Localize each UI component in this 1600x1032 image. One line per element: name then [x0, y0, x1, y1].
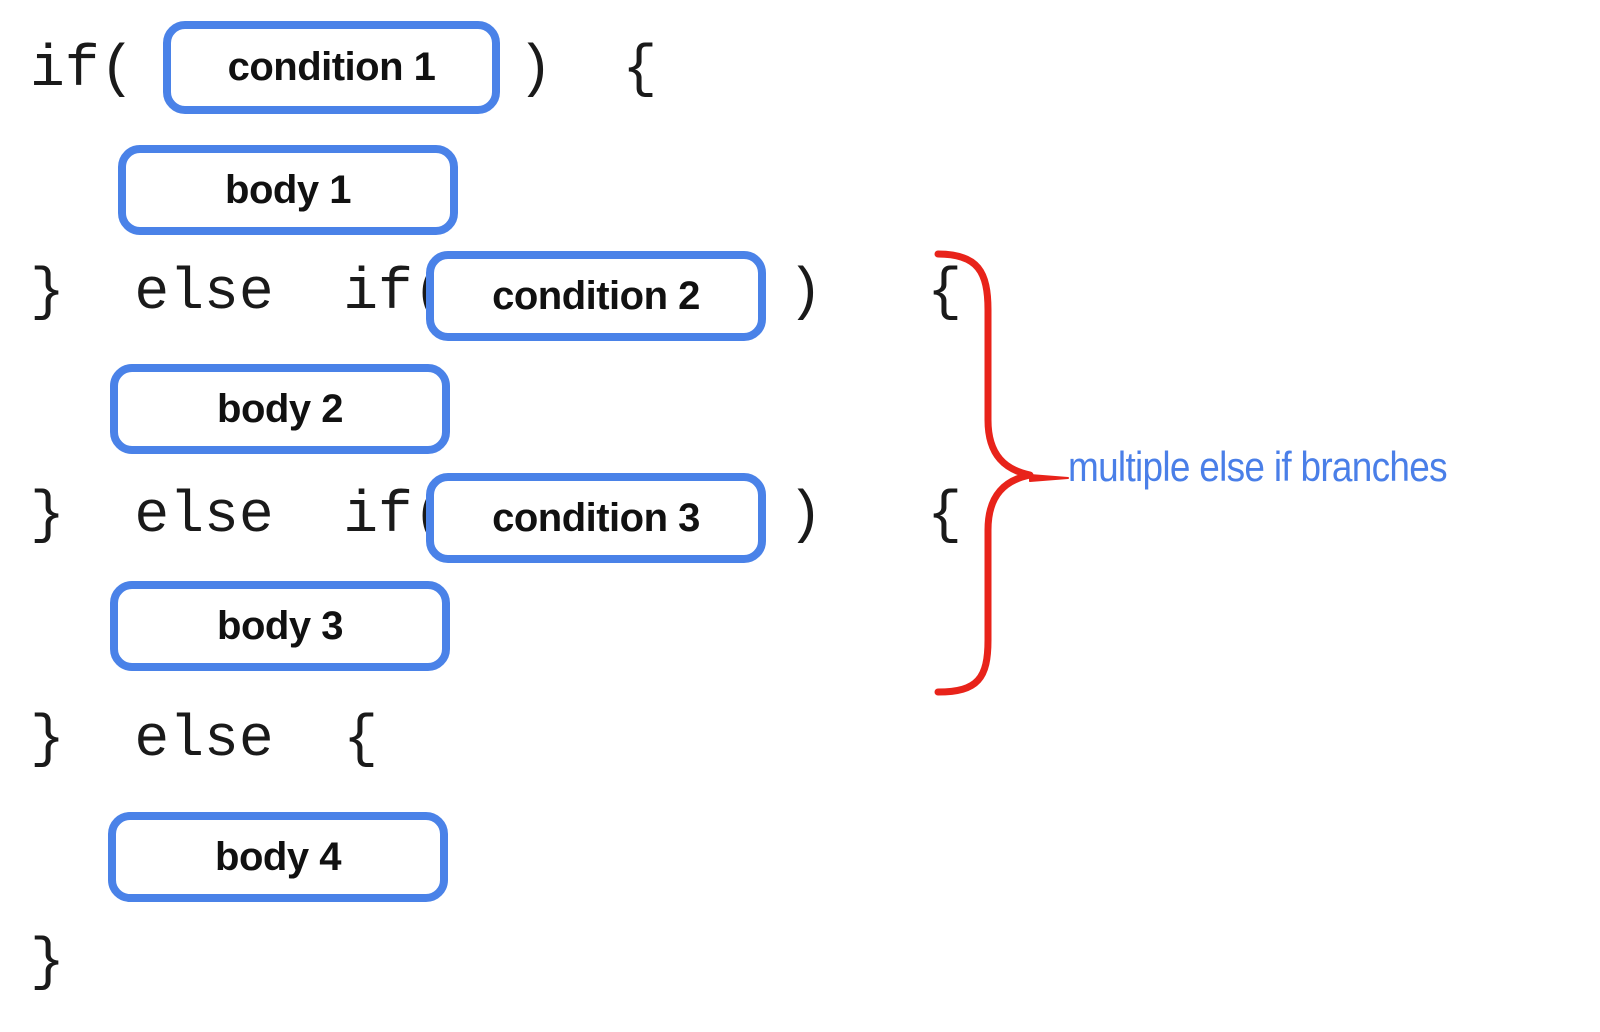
body-1-box[interactable]: body 1: [118, 145, 458, 235]
body-2-label: body 2: [217, 386, 343, 431]
code-else-open: } else {: [30, 708, 379, 773]
condition-3-box[interactable]: condition 3: [426, 473, 766, 563]
condition-1-box[interactable]: condition 1: [163, 21, 500, 114]
body-3-box[interactable]: body 3: [110, 581, 450, 671]
annotation-label: multiple else if branches: [1068, 443, 1448, 490]
code-if-open: if(: [30, 38, 135, 103]
code-if-close: ) {: [518, 38, 658, 103]
condition-2-box[interactable]: condition 2: [426, 251, 766, 341]
body-1-label: body 1: [225, 167, 351, 212]
condition-1-label: condition 1: [227, 45, 436, 89]
body-4-box[interactable]: body 4: [108, 812, 448, 902]
code-final-close-brace: }: [30, 931, 65, 996]
code-elseif-3-close: ) {: [788, 484, 963, 549]
body-3-label: body 3: [217, 603, 343, 648]
body-2-box[interactable]: body 2: [110, 364, 450, 454]
code-elseif-2-close: ) {: [788, 261, 963, 326]
condition-3-label: condition 3: [492, 495, 700, 540]
condition-2-label: condition 2: [492, 273, 700, 318]
code-elseif-3-open: } else if(: [30, 484, 448, 549]
code-elseif-2-open: } else if(: [30, 261, 448, 326]
body-4-label: body 4: [215, 834, 341, 879]
